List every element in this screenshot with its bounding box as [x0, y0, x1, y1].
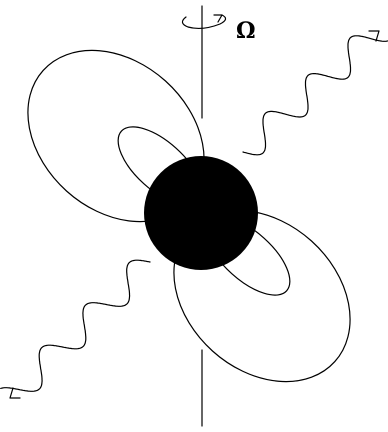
rotation-arrow-icon: [182, 15, 225, 28]
rotation-label: Ω: [236, 18, 256, 44]
central-body: [144, 156, 258, 270]
wave-lower-left-icon: [1, 260, 150, 398]
wave-upper-right-icon: [243, 31, 388, 155]
